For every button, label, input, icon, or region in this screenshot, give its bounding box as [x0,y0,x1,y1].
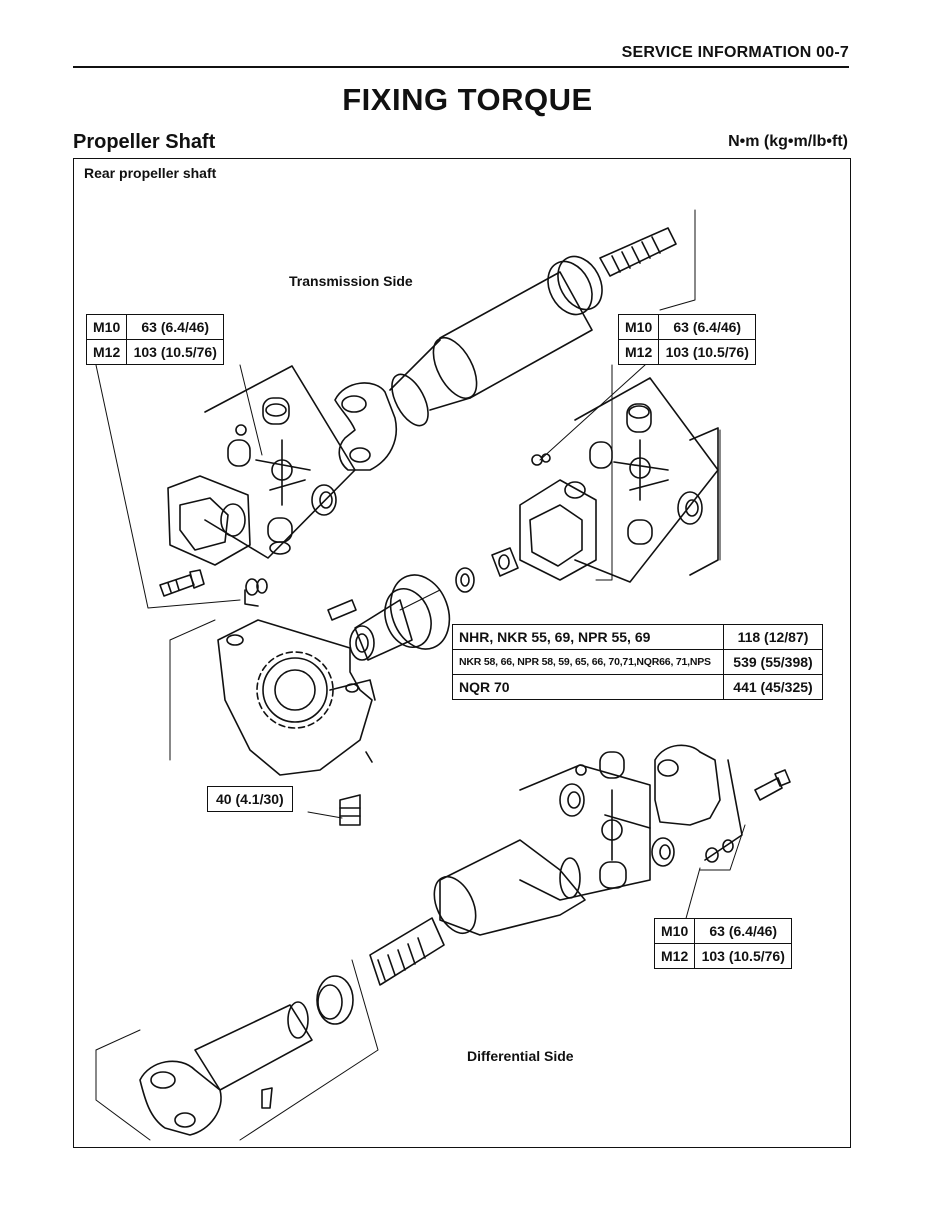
left-flange-yoke [167,475,251,566]
center-washer-nut [455,547,519,593]
table-row: M12 103 (10.5/76) [653,943,793,969]
table-row: NKR 58, 66, NPR 58, 59, 65, 66, 70,71,NQ… [452,649,823,675]
leader-lines [95,209,746,1141]
model-list: NQR 70 [452,674,724,700]
bolt-size: M10 [85,314,128,340]
torque-units: N•m (kg•m/lb•ft) [728,133,848,150]
lower-slip-joint [369,839,586,986]
subsection-title: Rear propeller shaft [84,165,217,181]
torque-value: 103 (10.5/76) [126,339,225,365]
lower-spider-kit [519,751,675,901]
bolt-size: M12 [653,943,696,969]
right-flange-yoke [519,479,597,581]
diagram-frame [73,158,851,1148]
page-title: FIXING TORQUE [342,82,593,117]
torque-value: 63 (6.4/46) [694,918,793,944]
torque-value: 539 (55/398) [723,649,823,675]
table-row: NQR 70 441 (45/325) [452,674,823,700]
torque-value: 103 (10.5/76) [658,339,757,365]
table-row: NHR, NKR 55, 69, NPR 55, 69 118 (12/87) [452,624,823,650]
bolt-size: M12 [617,339,660,365]
lower-flange-yoke [654,744,791,863]
dust-ring [316,975,354,1025]
torque-value: 63 (6.4/46) [658,314,757,340]
torque-table-left: M10 63 (6.4/46) M12 103 (10.5/76) [85,314,225,365]
page-header: SERVICE INFORMATION 00-7 [621,44,849,61]
torque-value: 441 (45/325) [723,674,823,700]
companion-flange [327,574,451,661]
model-torque-table: NHR, NKR 55, 69, NPR 55, 69 118 (12/87) … [452,624,823,700]
center-bearing-torque: 40 (4.1/30) [207,786,293,812]
section-title: Propeller Shaft [73,131,216,153]
upper-tube [389,271,593,427]
center-bearing [217,619,376,826]
differential-side-label: Differential Side [467,1048,574,1064]
table-row: M10 63 (6.4/46) [653,918,793,944]
bolt-size: M12 [85,339,128,365]
transmission-side-label: Transmission Side [289,273,413,289]
torque-value: 103 (10.5/76) [694,943,793,969]
bolt-size: M10 [617,314,660,340]
table-row: M12 103 (10.5/76) [617,339,757,365]
model-list: NHR, NKR 55, 69, NPR 55, 69 [452,624,724,650]
upper-yoke [334,382,397,471]
model-list: NKR 58, 66, NPR 58, 59, 65, 66, 70,71,NQ… [452,649,724,675]
bolt-size: M10 [653,918,696,944]
torque-value: 63 (6.4/46) [126,314,225,340]
left-spider-kit [204,365,356,559]
lower-sleeve-yoke [139,1001,313,1136]
header-rule [73,66,849,68]
upper-spline-shaft [547,227,677,316]
table-row: M12 103 (10.5/76) [85,339,225,365]
torque-table-right: M10 63 (6.4/46) M12 103 (10.5/76) [617,314,757,365]
table-row: M10 63 (6.4/46) [85,314,225,340]
left-bolt-nut [159,569,268,607]
torque-table-lower: M10 63 (6.4/46) M12 103 (10.5/76) [653,918,793,969]
table-row: M10 63 (6.4/46) [617,314,757,340]
torque-value: 118 (12/87) [723,624,823,650]
